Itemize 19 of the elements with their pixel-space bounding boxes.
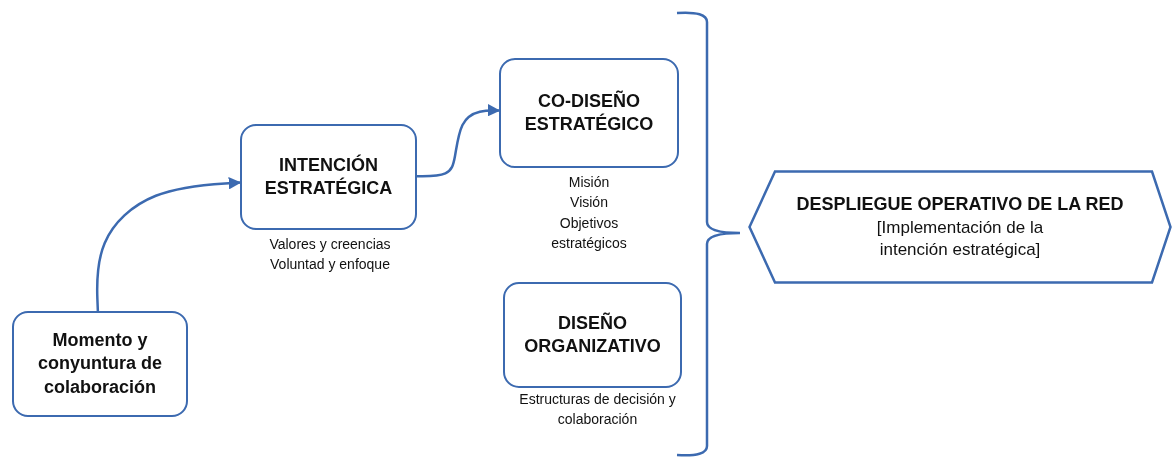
rounded-box bbox=[12, 311, 188, 417]
node-note: Visión bbox=[570, 193, 608, 213]
curved-arrow bbox=[95, 176, 242, 312]
node-note: Voluntad y enfoque bbox=[270, 255, 390, 275]
rounded-box bbox=[240, 124, 417, 230]
node-note: Estructuras de decisión y colaboración bbox=[518, 390, 677, 430]
hexagon-box bbox=[748, 170, 1172, 284]
rounded-box bbox=[499, 58, 679, 168]
node-title: DISEÑO ORGANIZATIVO bbox=[523, 311, 662, 358]
rounded-box bbox=[503, 282, 682, 388]
node-title: Momento y conyuntura de colaboración bbox=[37, 328, 163, 399]
node-title: DESPLIEGUE OPERATIVO DE LA RED bbox=[796, 193, 1124, 217]
node-title: INTENCIÓN ESTRATÉGICA bbox=[263, 153, 394, 200]
node-subtitle: [Implementación de la intención estratégica] bbox=[875, 216, 1045, 261]
node-note: Objetivos estratégicos bbox=[550, 213, 628, 253]
node-title: CO-DISEÑO ESTRATÉGICO bbox=[523, 89, 655, 136]
curved-arrow bbox=[417, 103, 501, 178]
node-note: Misión bbox=[568, 173, 610, 192]
node-note: Valores y creencias bbox=[269, 235, 391, 254]
